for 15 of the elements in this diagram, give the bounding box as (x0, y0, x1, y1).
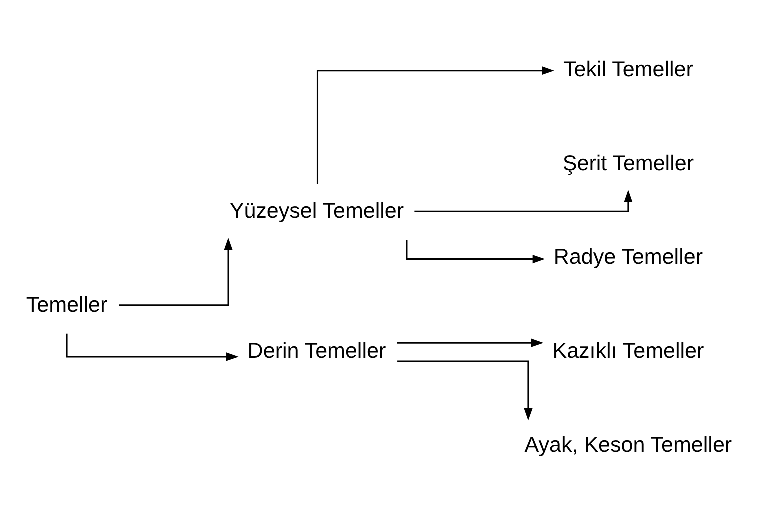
node-text: Derin Temeller (248, 338, 386, 363)
arrow (406, 240, 546, 264)
node-text: Radye Temeller (554, 244, 704, 269)
arrow (414, 190, 633, 212)
arrow (398, 360, 533, 420)
arrow (66, 333, 239, 361)
node-text: Şerit Temeller (562, 150, 694, 175)
node-text: Kazıklı Temeller (552, 338, 704, 363)
arrow (397, 338, 544, 347)
node-text: Ayak, Keson Temeller (524, 432, 732, 456)
arrow (316, 66, 554, 184)
node-text: Yüzeysel Temeller (230, 198, 404, 223)
node-text: Temeller (26, 292, 108, 316)
arrow (119, 237, 233, 306)
node-text: Tekil Temeller (563, 57, 694, 82)
